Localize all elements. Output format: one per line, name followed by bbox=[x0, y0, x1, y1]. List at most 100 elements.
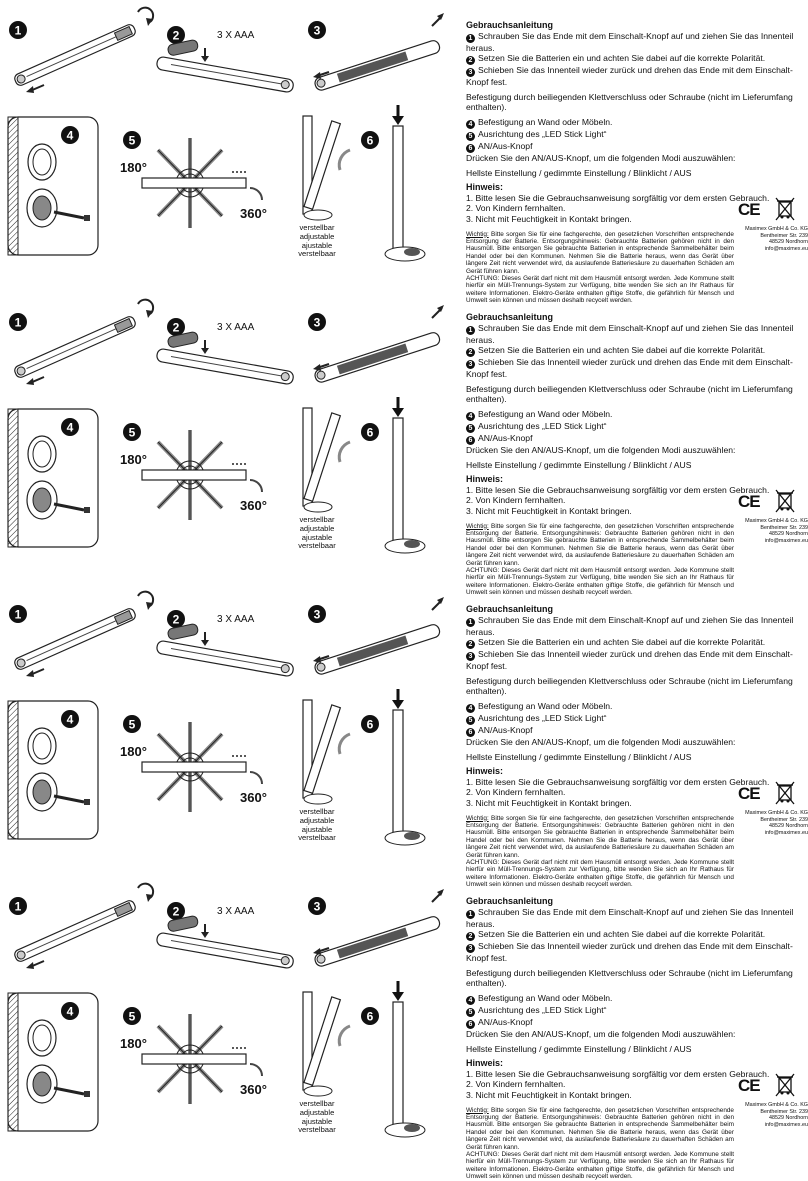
step-6-illustration: 6 bbox=[361, 397, 426, 554]
circle-6-icon: 6 bbox=[466, 143, 475, 153]
press-note: Drücken Sie den AN/AUS-Knopf, um die fol… bbox=[466, 152, 736, 163]
step-5-illustration: 5 180° 360° bbox=[120, 715, 267, 812]
step-6-number: 6 bbox=[367, 134, 374, 148]
press-note: Drücken Sie den AN/AUS-Knopf, um die fol… bbox=[466, 444, 736, 455]
adjustable-en: adjustable bbox=[299, 1107, 335, 1117]
step-3-illustration: 3 bbox=[308, 597, 444, 675]
ce-mark: CE bbox=[738, 784, 761, 803]
hint-3: 3. Nicht mit Feuchtigkeit in Kontakt bri… bbox=[466, 213, 632, 224]
instruction-panel-4: 1 2 bbox=[0, 876, 808, 1180]
step-1-number: 1 bbox=[15, 608, 22, 622]
circle-4-icon: 4 bbox=[466, 411, 475, 421]
step-2-number: 2 bbox=[173, 613, 180, 627]
circle-2-icon: 2 bbox=[466, 640, 475, 650]
adjustable-fr: ajustable bbox=[301, 1116, 333, 1126]
step-6-illustration: 6 bbox=[361, 981, 426, 1138]
step-5-number: 5 bbox=[129, 1010, 136, 1024]
adjustable-de: verstellbar bbox=[299, 1099, 335, 1108]
step-2-number: 2 bbox=[173, 905, 180, 919]
hint-3: 3. Nicht mit Feuchtigkeit in Kontakt bri… bbox=[466, 797, 632, 808]
adjustable-de: verstellbar bbox=[299, 807, 335, 816]
company-address: Maximex GmbH & Co. KG Bentheimer Str. 23… bbox=[745, 1102, 808, 1128]
ce-mark: CE bbox=[738, 492, 761, 511]
angle-360-label: 360° bbox=[240, 1082, 267, 1097]
modes-list: Hellste Einstellung / gedimmte Einstellu… bbox=[466, 751, 692, 762]
modes-list: Hellste Einstellung / gedimmte Einstellu… bbox=[466, 459, 692, 470]
adjustable-labels: verstellbar adjustable ajustable verstel… bbox=[287, 515, 347, 551]
modes-list: Hellste Einstellung / gedimmte Einstellu… bbox=[466, 1043, 692, 1054]
angle-180-label: 180° bbox=[120, 1036, 147, 1051]
instruction-panel-3: 1 2 bbox=[0, 584, 808, 888]
weee-bin-icon bbox=[775, 781, 795, 805]
angle-180-label: 180° bbox=[120, 452, 147, 467]
angle-180-label: 180° bbox=[120, 744, 147, 759]
adjustable-nl: verstelbaar bbox=[298, 1125, 336, 1135]
disposal-note: Wichtig: Bitte sorgen Sie für eine fachg… bbox=[466, 230, 734, 305]
battery-label: 3 X AAA bbox=[217, 906, 255, 917]
circle-5-icon: 5 bbox=[466, 423, 475, 433]
step-6-illustration: 6 bbox=[361, 689, 426, 846]
hint-heading: Hinweis: bbox=[466, 766, 504, 777]
step-3-number: 3 bbox=[314, 24, 321, 38]
instruction-panel-2: 1 2 bbox=[0, 292, 808, 596]
instruction-panel-1: 1 2 bbox=[0, 0, 808, 304]
step-3-number: 3 bbox=[314, 900, 321, 914]
hint-3: 3. Nicht mit Feuchtigkeit in Kontakt bri… bbox=[466, 1089, 632, 1100]
disposal-note: Wichtig: Bitte sorgen Sie für eine fachg… bbox=[466, 1106, 734, 1181]
instructions-heading: Gebrauchsanleitung bbox=[466, 604, 554, 614]
step-4-illustration: 4 bbox=[7, 992, 99, 1132]
illustration-area: 1 2 bbox=[7, 590, 444, 846]
angle-360-label: 360° bbox=[240, 498, 267, 513]
instructions-heading: Gebrauchsanleitung bbox=[466, 20, 554, 30]
step-2-illustration: 2 bbox=[156, 318, 294, 385]
circle-3-icon: 3 bbox=[466, 68, 475, 78]
step-4-illustration: 4 bbox=[7, 700, 99, 840]
step-2-illustration: 2 bbox=[156, 26, 294, 93]
instructions-heading: Gebrauchsanleitung bbox=[466, 312, 554, 322]
circle-3-icon: 3 bbox=[466, 944, 475, 954]
step-5-number: 5 bbox=[129, 134, 136, 148]
step-3-illustration: 3 bbox=[308, 305, 444, 383]
step-4-illustration: 4 bbox=[7, 408, 99, 548]
adjustable-fr: ajustable bbox=[301, 532, 333, 542]
circle-1-icon: 1 bbox=[466, 617, 475, 627]
angle-180-label: 180° bbox=[120, 160, 147, 175]
press-note: Drücken Sie den AN/AUS-Knopf, um die fol… bbox=[466, 1028, 736, 1039]
step-4-number: 4 bbox=[67, 713, 74, 727]
weee-bin-icon bbox=[775, 1073, 795, 1097]
circle-2-icon: 2 bbox=[466, 348, 475, 358]
adjustable-stick-illustration bbox=[302, 991, 351, 1097]
adjustable-en: adjustable bbox=[299, 815, 335, 825]
step-2-number: 2 bbox=[173, 29, 180, 43]
circle-2-icon: 2 bbox=[466, 932, 475, 942]
adjustable-labels: verstellbar adjustable ajustable verstel… bbox=[287, 223, 347, 259]
company-address: Maximex GmbH & Co. KG Bentheimer Str. 23… bbox=[745, 518, 808, 544]
hint-heading: Hinweis: bbox=[466, 182, 504, 193]
step-2-illustration: 2 bbox=[156, 902, 294, 969]
mounting-note: Befestigung durch beiliegenden Klettvers… bbox=[466, 383, 793, 405]
step-1-illustration: 1 bbox=[9, 6, 155, 93]
step-3-number: 3 bbox=[314, 316, 321, 330]
step-5-illustration: 5 180° 360° bbox=[120, 1007, 267, 1104]
circle-4-icon: 4 bbox=[466, 703, 475, 713]
battery-label: 3 X AAA bbox=[217, 322, 255, 333]
modes-list: Hellste Einstellung / gedimmte Einstellu… bbox=[466, 167, 692, 178]
step-1-illustration: 1 bbox=[9, 590, 155, 677]
step-4-illustration: 4 bbox=[7, 116, 99, 256]
mounting-note: Befestigung durch beiliegenden Klettvers… bbox=[466, 675, 793, 697]
